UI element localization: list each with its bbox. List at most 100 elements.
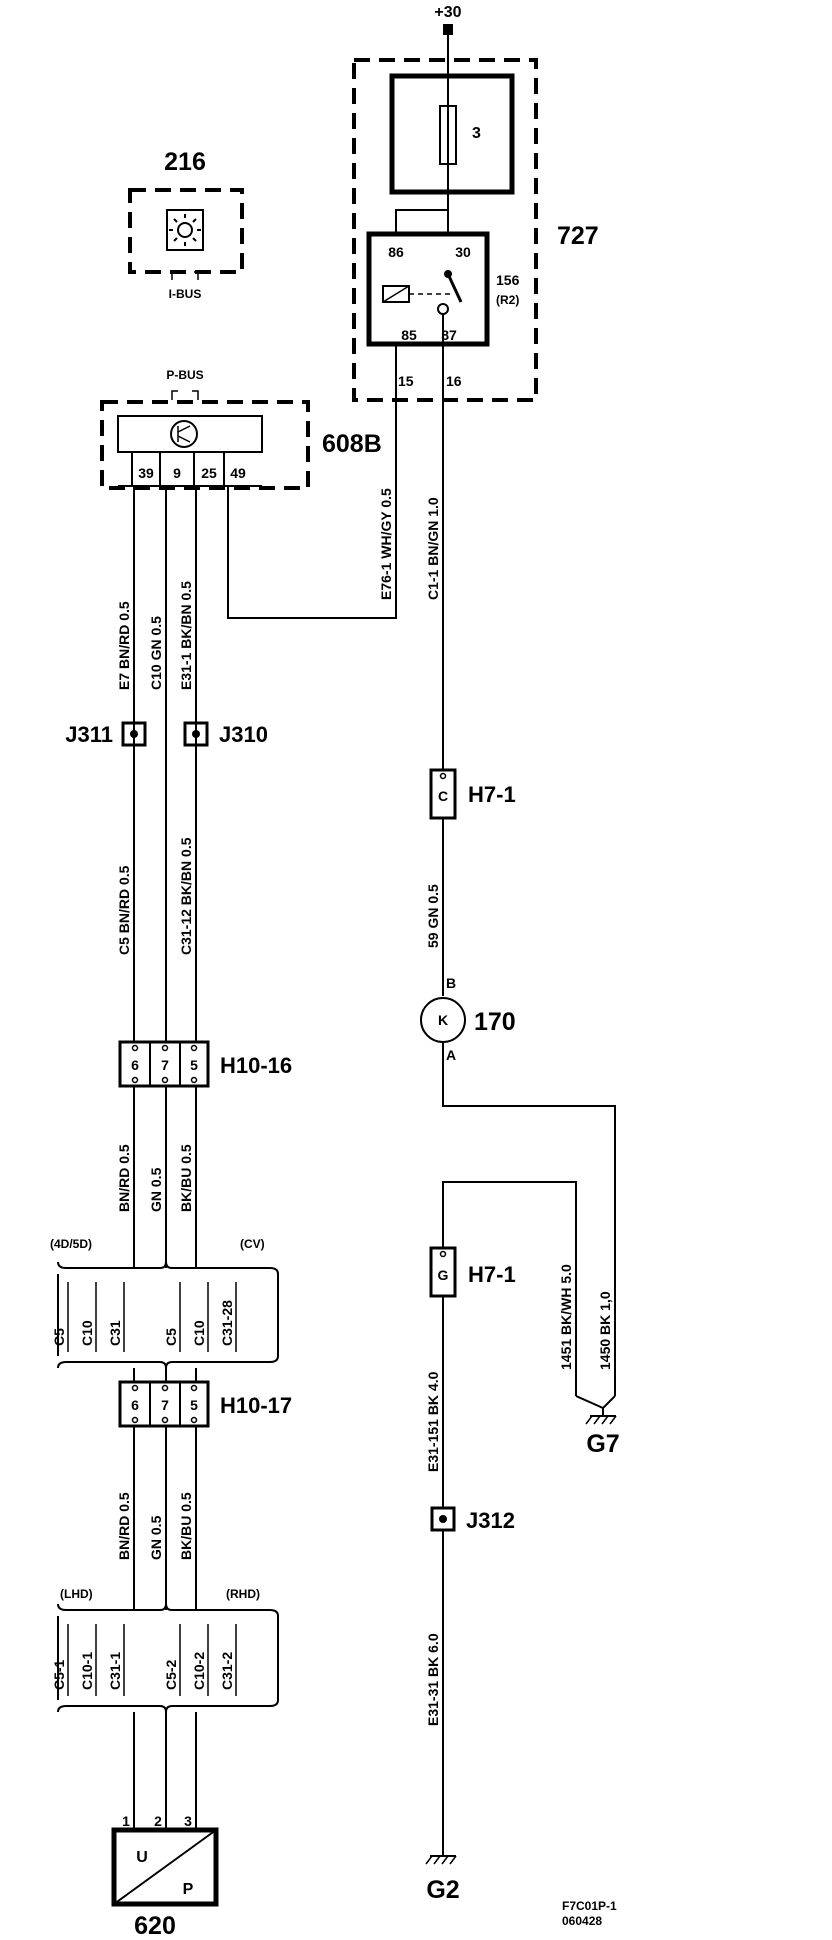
wire-e7: E7 BN/RD 0.5 xyxy=(116,486,135,1042)
svg-text:C10-1: C10-1 xyxy=(79,1652,95,1690)
svg-text:(RHD): (RHD) xyxy=(226,1587,260,1601)
wire-59: 59 GN 0.5 xyxy=(425,818,444,996)
svg-text:6: 6 xyxy=(131,1057,139,1073)
svg-text:1450 BK 1,0: 1450 BK 1,0 xyxy=(597,1291,613,1370)
wire-c5-label: C5 BN/RD 0.5 xyxy=(116,865,132,955)
svg-text:060428: 060428 xyxy=(562,1914,602,1928)
wire-c31-12-label: C31-12 BK/BN 0.5 xyxy=(178,837,194,955)
pin-87-label: 87 xyxy=(441,327,457,343)
connector-h7-1-c-label: H7-1 xyxy=(468,782,516,807)
svg-text:B: B xyxy=(446,975,456,991)
pin-15-label: 15 xyxy=(398,373,414,389)
relay-sub-label: (R2) xyxy=(496,293,519,307)
svg-text:G: G xyxy=(438,1267,449,1283)
wires-to-h10-17 xyxy=(133,1368,197,1382)
relay-id-label: 156 xyxy=(496,272,520,288)
connector-h10-16: 6 7 5 H10-16 xyxy=(118,1040,292,1088)
wires-to-620 xyxy=(133,1712,197,1830)
svg-text:5: 5 xyxy=(190,1397,198,1413)
svg-text:C31-1: C31-1 xyxy=(107,1652,123,1690)
component-620-label: 620 xyxy=(134,1912,176,1940)
svg-text:(LHD): (LHD) xyxy=(60,1587,93,1601)
wire-c1-1: C1-1 BN/GN 1.0 xyxy=(425,400,444,770)
svg-text:1: 1 xyxy=(122,1813,130,1829)
component-216-label: 216 xyxy=(164,148,206,176)
svg-text:3: 3 xyxy=(184,1813,192,1829)
svg-text:U: U xyxy=(136,1849,148,1866)
svg-text:E76-1 WH/GY 0.5: E76-1 WH/GY 0.5 xyxy=(378,488,394,600)
crash-sensor-icon xyxy=(166,209,204,251)
splice-j311: J311 xyxy=(65,721,147,747)
svg-text:E31-151 BK 4.0: E31-151 BK 4.0 xyxy=(425,1371,441,1472)
component-608b-label: 608B xyxy=(322,430,382,458)
pin-49-label: 49 xyxy=(230,465,246,481)
svg-text:7: 7 xyxy=(161,1397,169,1413)
ground-g7: G7 xyxy=(575,1395,620,1458)
pin-86-label: 86 xyxy=(388,244,404,260)
power-label: +30 xyxy=(434,4,461,21)
wire-e31-151: E31-151 BK 4.0 xyxy=(425,1296,444,1508)
wire-e31-1: E31-1 BK/BN 0.5 xyxy=(178,486,197,1042)
component-170-label: 170 xyxy=(474,1008,516,1036)
wire-1451: 1451 BK/WH 5.0 xyxy=(442,1181,577,1396)
svg-text:C10-2: C10-2 xyxy=(191,1652,207,1690)
svg-text:K: K xyxy=(438,1012,448,1028)
svg-text:C5: C5 xyxy=(51,1328,67,1346)
i-bus-label: I-BUS xyxy=(169,287,202,301)
svg-text:59 GN 0.5: 59 GN 0.5 xyxy=(425,884,441,948)
splice-j312: J312 xyxy=(430,1506,515,1533)
wire-c10: C10 GN 0.5 xyxy=(148,486,167,1042)
component-170: B K 170 A xyxy=(420,975,616,1396)
svg-text:E7 BN/RD 0.5: E7 BN/RD 0.5 xyxy=(116,601,132,690)
pin-9-label: 9 xyxy=(173,465,181,481)
component-216: 216 I-BUS xyxy=(128,148,244,301)
svg-text:C5: C5 xyxy=(163,1328,179,1346)
relay-156: 86 30 85 87 156 (R2) xyxy=(366,231,520,347)
connector-h7-1-g: G H7-1 xyxy=(429,1182,516,1298)
svg-text:6: 6 xyxy=(131,1397,139,1413)
svg-text:GN 0.5: GN 0.5 xyxy=(148,1515,164,1560)
svg-text:C31-2: C31-2 xyxy=(219,1652,235,1690)
fuse-label: 3 xyxy=(472,125,481,142)
pin-39-label: 39 xyxy=(138,465,154,481)
component-620: 1 2 3 U P 620 xyxy=(111,1813,219,1940)
svg-text:C5-2: C5-2 xyxy=(163,1659,179,1690)
svg-text:BK/BU 0.5: BK/BU 0.5 xyxy=(178,1492,194,1560)
connector-h10-17: 6 7 5 H10-17 xyxy=(118,1380,292,1428)
svg-text:C31-12 BK/BN 0.5: C31-12 BK/BN 0.5 xyxy=(178,837,194,955)
svg-text:P: P xyxy=(183,1881,194,1898)
power-supply-30: +30 xyxy=(434,4,462,210)
variant-block-4d5d-cv: (4D/5D) (CV) C5 C10 C31 C5 C10 C31-28 xyxy=(50,1237,279,1369)
svg-text:BN/RD 0.5: BN/RD 0.5 xyxy=(116,1492,132,1560)
pin-85-label: 85 xyxy=(401,327,417,343)
svg-text:J310: J310 xyxy=(219,722,268,747)
svg-text:C1-1 BN/GN 1.0: C1-1 BN/GN 1.0 xyxy=(425,497,441,600)
svg-text:C: C xyxy=(438,788,448,804)
connector-h7-1-g-label: H7-1 xyxy=(468,1262,516,1287)
component-727: 727 3 86 30 85 87 156 (R2) 15 1 xyxy=(352,58,599,402)
pin-30-label: 30 xyxy=(455,244,471,260)
svg-text:1451 BK/WH 5.0: 1451 BK/WH 5.0 xyxy=(558,1264,574,1370)
connector-h10-16-label: H10-16 xyxy=(220,1053,292,1078)
component-727-label: 727 xyxy=(557,222,599,250)
fuse-3 xyxy=(439,105,457,165)
pin-25-label: 25 xyxy=(201,465,217,481)
svg-text:E31-1 BK/BN 0.5: E31-1 BK/BN 0.5 xyxy=(178,581,194,690)
svg-text:BK/BU 0.5: BK/BU 0.5 xyxy=(178,1144,194,1212)
p-bus-label: P-BUS xyxy=(166,368,203,382)
svg-text:C10: C10 xyxy=(191,1320,207,1346)
pin-16-label: 16 xyxy=(446,373,462,389)
svg-text:C10 GN 0.5: C10 GN 0.5 xyxy=(148,616,164,690)
wire-e31-31: E31-31 BK 6.0 xyxy=(425,1530,444,1856)
connector-h10-17-label: H10-17 xyxy=(220,1393,292,1418)
svg-text:C10: C10 xyxy=(79,1320,95,1346)
wire-e76-1: E76-1 WH/GY 0.5 xyxy=(227,400,397,619)
variant-block-lhd-rhd: (LHD) (RHD) C5-1 C10-1 C31-1 C5-2 C10-2 … xyxy=(51,1587,279,1713)
wires-h10-17-out: BN/RD 0.5 GN 0.5 BK/BU 0.5 xyxy=(116,1426,197,1610)
transistor-icon xyxy=(170,420,198,448)
svg-text:2: 2 xyxy=(154,1813,162,1829)
svg-text:C5-1: C5-1 xyxy=(51,1659,67,1690)
svg-text:(4D/5D): (4D/5D) xyxy=(50,1237,92,1251)
svg-text:C31: C31 xyxy=(107,1320,123,1346)
